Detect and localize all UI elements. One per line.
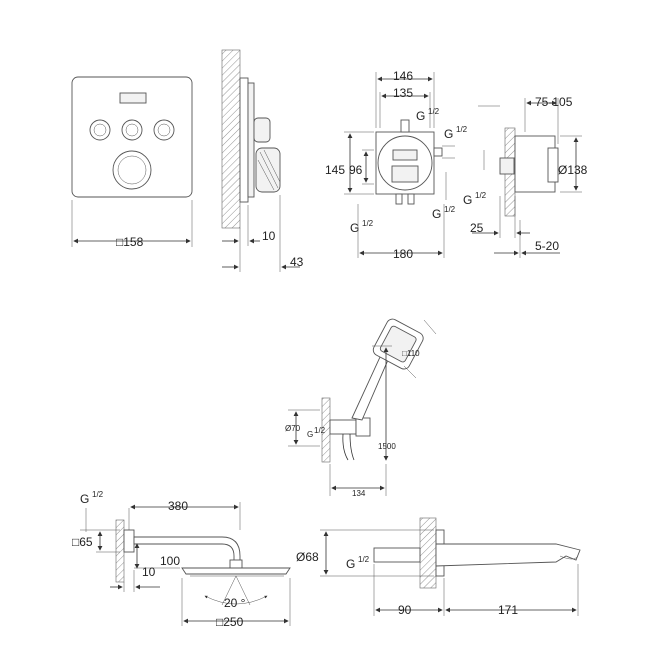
rough-height-outer-label: 145: [325, 163, 345, 177]
spout-body: [435, 543, 581, 567]
rough-range-label: 5-20: [535, 239, 559, 253]
side-knob: [255, 147, 281, 193]
rough-depth-25-label: 25: [470, 221, 484, 235]
rough-outer-width-label: 146: [393, 69, 413, 83]
wall-flange: [123, 529, 135, 553]
rough-side-thread-frac: 1/2: [475, 191, 487, 200]
wall-hatch: [221, 49, 241, 229]
rough-thread-right-label: G: [444, 127, 453, 141]
rough-thread-br-frac: 1/2: [444, 205, 456, 214]
spout-thread-label: G: [346, 557, 355, 571]
hand-hose-length-label: 1500: [378, 442, 396, 451]
panel-depth-label: 10: [262, 229, 276, 243]
button-3: [153, 119, 175, 141]
rough-in-side-view: 75-105 Ø138 G 1/2 25 5-20: [463, 95, 588, 258]
panel-section: [239, 77, 249, 203]
head-arm-length-label: 380: [168, 499, 188, 513]
hose: [342, 433, 349, 461]
spout-diameter-label: Ø68: [296, 550, 319, 564]
button-2: [121, 119, 143, 141]
wall-outlet: [329, 419, 357, 435]
button-1: [89, 119, 111, 141]
spout-projection-label: 171: [498, 603, 518, 617]
panel-width-label: □158: [116, 235, 144, 249]
spout-view: Ø68 G 1/2 90 171: [296, 517, 581, 617]
head-angle-label: 20 °: [224, 596, 246, 610]
hand-outlet-diameter-label: Ø70: [285, 424, 301, 433]
hand-shower-view: □110 Ø70 G 1/2 1500 134: [285, 318, 437, 498]
panel-side-view: 10 43: [221, 49, 304, 272]
shower-arm: [133, 536, 241, 569]
hand-holder-length-label: 134: [352, 489, 366, 498]
head-drop-label: 100: [160, 554, 180, 568]
head-size-label: □250: [216, 615, 244, 629]
hand-thread-label: G: [307, 430, 313, 439]
rough-in-ring: [377, 135, 433, 191]
head-thread-frac: 1/2: [92, 490, 104, 499]
head-shower-view: G 1/2 380 □65 100 10 20 ° □250: [72, 490, 291, 629]
head-shower-plate: [181, 567, 291, 575]
hand-head-size-label: □110: [402, 349, 420, 358]
rough-thread-br-label: G: [432, 207, 441, 221]
thermostat-knob: [112, 150, 152, 190]
spout-rough: [373, 547, 421, 563]
rough-inner-width-label: 135: [393, 86, 413, 100]
holder: [355, 417, 371, 437]
rough-thread-top-frac: 1/2: [428, 107, 440, 116]
head-wall-gap-label: 10: [142, 565, 156, 579]
rough-in-front-view: 146 135 G 1/2 G 1/2 145 96 G 1/2 G 1/2 1…: [325, 69, 468, 261]
rough-diameter-label: Ø138: [558, 163, 588, 177]
rough-base-width-label: 180: [393, 247, 413, 261]
side-button: [253, 117, 271, 143]
hand-thread-frac: 1/2: [314, 426, 326, 435]
panel-projection-label: 43: [290, 255, 304, 269]
rough-height-inner-label: 96: [349, 163, 363, 177]
rough-side-thread-label: G: [463, 193, 472, 207]
brand-logo: [119, 92, 147, 104]
rough-thread-bl-label: G: [350, 221, 359, 235]
rough-thread-top-label: G: [416, 109, 425, 123]
spout-wall-offset-label: 90: [398, 603, 412, 617]
rough-thread-bl-frac: 1/2: [362, 219, 374, 228]
head-flange-size-label: □65: [72, 535, 93, 549]
spout-thread-frac: 1/2: [358, 555, 370, 564]
head-thread-label: G: [80, 492, 89, 506]
rough-install-depth-label: 75-105: [535, 95, 573, 109]
rough-thread-right-frac: 1/2: [456, 125, 468, 134]
panel-front-view: □158: [71, 76, 193, 249]
